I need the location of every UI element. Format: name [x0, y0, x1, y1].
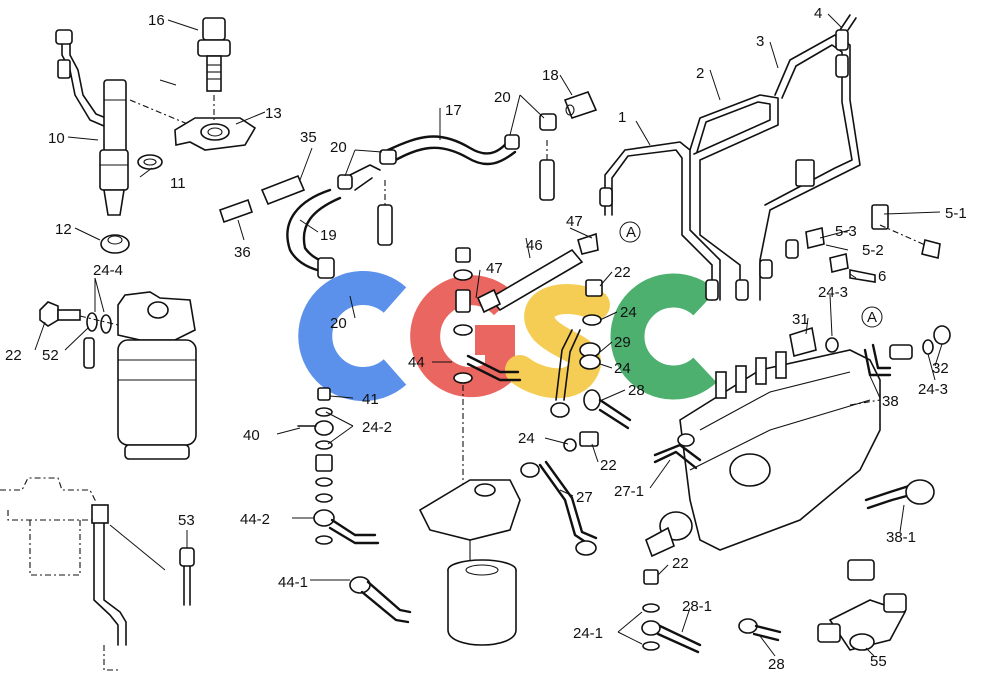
label-31: 31	[792, 311, 809, 328]
label-5-1: 5-1	[945, 205, 967, 222]
label-52: 52	[42, 347, 59, 364]
label-24-center: 24	[518, 430, 535, 447]
label-22-center: 22	[600, 457, 617, 474]
return-hoses	[218, 91, 598, 279]
label-40: 40	[243, 427, 260, 444]
label-24-4: 24-4	[93, 262, 123, 279]
label-19: 19	[320, 227, 337, 244]
label-32: 32	[932, 360, 949, 377]
injector-assembly	[55, 17, 257, 254]
label-44: 44	[408, 354, 425, 371]
label-22-bottom: 22	[672, 555, 689, 572]
injection-pump	[645, 325, 951, 651]
ref-a-top: A	[626, 224, 636, 241]
label-10: 10	[48, 130, 65, 147]
label-28-mid: 28	[628, 382, 645, 399]
watermark-letter-g	[410, 275, 517, 398]
label-38: 38	[882, 393, 899, 410]
label-53: 53	[178, 512, 195, 529]
watermark-letter-c2	[610, 273, 717, 400]
label-22-mid: 22	[614, 264, 631, 281]
fitting-group	[520, 279, 782, 654]
label-20-top: 20	[330, 139, 347, 156]
label-47-mid: 47	[486, 260, 503, 277]
label-20-lower: 20	[330, 315, 347, 332]
label-3: 3	[756, 33, 764, 50]
fuel-tank-assembly	[0, 477, 195, 671]
label-29: 29	[614, 334, 631, 351]
label-55: 55	[870, 653, 887, 670]
label-35: 35	[300, 129, 317, 146]
label-12: 12	[55, 221, 72, 238]
label-13: 13	[265, 105, 282, 122]
label-44-2: 44-2	[240, 511, 270, 528]
label-27: 27	[576, 489, 593, 506]
label-1: 1	[618, 109, 626, 126]
label-38-1: 38-1	[886, 529, 916, 546]
label-47-top: 47	[566, 213, 583, 230]
label-24-2: 24-2	[362, 419, 392, 436]
label-5-3: 5-3	[835, 223, 857, 240]
watermark-letter-c1	[298, 271, 407, 401]
label-36: 36	[234, 244, 251, 261]
label-24-1: 24-1	[573, 625, 603, 642]
watermark-letter-s	[505, 284, 610, 399]
label-20-right: 20	[494, 89, 511, 106]
label-22-left: 22	[5, 347, 22, 364]
label-24-3-top: 24-3	[818, 284, 848, 301]
label-18: 18	[542, 67, 559, 84]
label-28-1: 28-1	[682, 598, 712, 615]
ref-a-right: A	[867, 309, 877, 326]
label-46: 46	[526, 237, 543, 254]
feed-pump-lines	[297, 232, 599, 624]
label-4: 4	[814, 5, 822, 22]
label-24-lower: 24	[614, 360, 631, 377]
fuel-filter-left	[39, 291, 197, 460]
fuel-filter-center	[418, 479, 521, 646]
injection-lines	[599, 14, 941, 301]
label-2: 2	[696, 65, 704, 82]
label-16: 16	[148, 12, 165, 29]
label-41: 41	[362, 391, 379, 408]
part-labels: 16 13 10 11 12 24-4 22 52 53 35 36 19 20…	[5, 5, 967, 673]
label-11: 11	[170, 175, 186, 192]
label-44-1: 44-1	[278, 574, 308, 591]
label-24-mid: 24	[620, 304, 637, 321]
label-24-3-right: 24-3	[918, 381, 948, 398]
label-5-2: 5-2	[862, 242, 884, 259]
label-6: 6	[878, 268, 886, 285]
label-27-1: 27-1	[614, 483, 644, 500]
label-28-bottom: 28	[768, 656, 785, 673]
leader-lines	[34, 13, 943, 657]
label-17: 17	[445, 102, 462, 119]
